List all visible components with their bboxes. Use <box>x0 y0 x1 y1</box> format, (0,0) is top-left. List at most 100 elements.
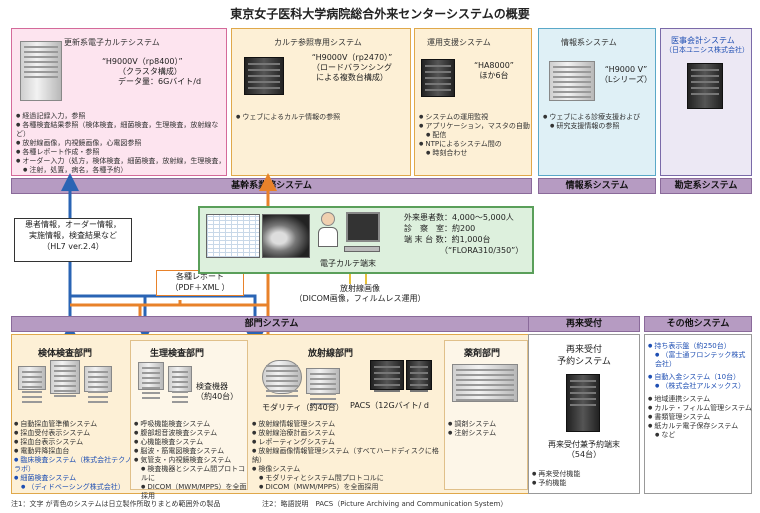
ehr-server-icon <box>20 41 62 101</box>
list-item: 持ち表示盤（約250台） <box>648 342 752 351</box>
lab-analyzer-icon <box>84 366 112 392</box>
list-item: 自動採血管準備システム <box>14 420 134 429</box>
list-item: 臨床検査システム（株式会社テクノラボ） <box>14 456 134 474</box>
patient-info-box: 患者情報，オーダー情報， 実施情報，検査結果など （HL7 ver.2.4） <box>14 218 132 262</box>
device-line: 検査機器 <box>196 382 228 391</box>
ref-server-icon <box>244 57 284 95</box>
info-machine-line: （Lシリーズ） <box>599 75 653 84</box>
radiology-image-label: 放射線画像 （DICOM画像，フィルムレス運用） <box>270 284 450 304</box>
billing-system-vendor: （日本ユニシス株式会社） <box>665 46 749 54</box>
list-item: 各種検査結果参照（検体検査，細菌検査，生理検査，放射線など） <box>16 121 228 139</box>
stat-key: 端 末 台 数： <box>404 235 452 244</box>
list-item: 放射線治療計画システム <box>252 429 442 438</box>
list-item: 細菌検査システム <box>14 474 134 483</box>
info-system-box: 情報系システム “H9000 V” （Lシリーズ） ウェブによる診療支援および … <box>538 28 656 176</box>
phys-device-label: 検査機器 （約40台） <box>196 382 238 402</box>
info-system-heading: 情報系システム <box>561 38 617 47</box>
ehr-machine-line: データ量：6Gバイト/d <box>118 77 202 86</box>
terminal-model: （“FLORA310/350”） <box>440 246 524 255</box>
page-title: 東京女子医科大学病院総合外来センターシステムの概要 <box>230 7 530 21</box>
reports-line: （PDF＋XML ） <box>170 283 230 292</box>
list-item: 放射線情報管理システム <box>252 420 442 429</box>
ehr-system-heading: 更新系電子カルテシステム <box>64 38 160 47</box>
pacs-monitor-icon <box>370 360 404 390</box>
info-line: 患者情報，オーダー情報， <box>25 220 121 229</box>
reception-band: 再来受付 <box>528 316 640 332</box>
list-item-cont: 検査機器とシステム間プロトコルに <box>134 465 248 483</box>
list-item: 再来受付機能 <box>532 470 636 479</box>
reception-feature-list: 再来受付機能 予約機能 <box>532 470 636 488</box>
list-item: 放射線画像情報管理システム（すべてハードディスクに格納） <box>252 447 442 465</box>
list-item-cont: DICOM（MWM/MPPS）を全面採用 <box>252 483 442 492</box>
list-item: 経過記録入力，参照 <box>16 112 228 121</box>
list-item: 採血受付表示システム <box>14 429 134 438</box>
stat-row: 外来患者数：4,000〜5,000人 <box>404 212 532 223</box>
rad-system-list: 放射線情報管理システム 放射線治療計画システム レポーティングシステム 放射線画… <box>252 420 442 492</box>
lab-dept-heading: 検体検査部門 <box>38 349 93 359</box>
ops-server-icon <box>421 59 455 97</box>
phys-device-icon <box>168 366 192 392</box>
ref-machine-line: （ロードバランシング <box>312 63 392 72</box>
list-item: ウェブによるカルテ情報の参照 <box>236 113 406 122</box>
pharm-machine-icon <box>452 364 518 402</box>
list-item: 注射システム <box>448 429 528 438</box>
info-band: 情報系システム <box>538 178 656 194</box>
ref-machine-line: “H9000V（rp2470）” <box>311 53 393 62</box>
info-feature-list: ウェブによる診療支援および 研究支援情報の参照 <box>543 113 655 131</box>
list-item: NTPによるシステム間の <box>419 140 531 149</box>
footnote-1: 注1：文字 が青色のシステムは日立製作所取りまとめ範囲外の製品 <box>11 500 221 508</box>
list-item-cont: 研究支援情報の参照 <box>543 122 655 131</box>
list-item-cont: （株式会社アルメックス） <box>648 382 752 391</box>
other-system-list: 持ち表示盤（約250台） （富士通フロンテック株式会社） 自動入金システム（10… <box>648 342 752 440</box>
stat-row: 診 察 室：約200 <box>404 223 532 234</box>
list-item: 各種レポート作成・参照 <box>16 148 228 157</box>
info-server-icon <box>549 61 595 101</box>
stat-value: 約200 <box>452 224 476 233</box>
list-item: 地域連携システム <box>648 395 752 404</box>
stat-value: 4,000〜5,000人 <box>452 213 514 222</box>
stat-value: 約1,000台 <box>451 235 491 244</box>
modality-icon <box>262 360 302 394</box>
radiology-line: （DICOM画像，フィルムレス運用） <box>294 294 426 303</box>
pharm-dept-box <box>444 340 528 490</box>
ehr-machine-line: （クラスタ構成） <box>118 67 182 76</box>
ehr-machine-line: “H9000V（rp8400）” <box>102 57 183 66</box>
list-item: 採血台表示システム <box>14 438 134 447</box>
pharm-system-list: 調剤システム 注射システム <box>448 420 528 438</box>
monitor-icon <box>346 212 380 242</box>
stat-key: 診 察 室： <box>404 224 452 233</box>
ehr-machine-label: “H9000V（rp8400）” （クラスタ構成） データ量：6Gバイト/d <box>102 57 222 87</box>
chart-reference-heading: カルテ参照専用システム <box>274 38 362 47</box>
list-item-cont: など <box>648 431 752 440</box>
list-item: カルテ・フィルム管理システム <box>648 404 752 413</box>
ops-machine-label: “HA8000” ほか6台 <box>459 61 529 81</box>
radiology-line: 放射線画像 <box>340 284 380 293</box>
ehr-terminal-panel: 電子カルテ端末 外来患者数：4,000〜5,000人 診 察 室：約200 端 … <box>198 206 534 274</box>
list-item-cont: （富士通フロンテック株式会社） <box>648 351 752 369</box>
ref-machine-line: による複数台構成） <box>316 73 388 82</box>
lab-analyzer-icon <box>18 366 46 390</box>
reception-heading: 再来受付 予約システム <box>528 344 640 368</box>
ops-support-box: 運用支援システム “HA8000” ほか6台 システムの運用監視 アプリケーショ… <box>414 28 532 176</box>
device-line: （約40台） <box>196 392 239 401</box>
list-item: 呼吸機能検査システム <box>134 420 248 429</box>
list-item: ウェブによる診療支援および <box>543 113 655 122</box>
reception-head-line: 再来受付 <box>565 345 602 355</box>
xray-thumbnail <box>262 214 310 258</box>
lab-system-list: 自動採血管準備システム 採血受付表示システム 採血台表示システム 電動昇降採血台… <box>14 420 134 492</box>
reception-terminal-label: 再来受付兼予約端末 （54台） <box>528 440 640 460</box>
reports-box: 各種レポート （PDF＋XML ） <box>156 270 244 296</box>
other-band: その他システム <box>644 316 752 332</box>
list-item: 脳波・筋電図検査システム <box>134 447 248 456</box>
ops-feature-list: システムの運用監視 アプリケーション，マスタの自動 配信 NTPによるシステム間… <box>419 113 531 158</box>
billing-system-box: 医事会計システム （日本ユニシス株式会社） <box>660 28 752 176</box>
ehr-screen-thumbnail <box>206 214 260 258</box>
info-line: （HL7 ver.2.4） <box>42 242 104 251</box>
ops-support-heading: 運用支援システム <box>427 38 491 47</box>
list-item: アプリケーション，マスタの自動 <box>419 122 531 131</box>
list-item: 予約機能 <box>532 479 636 488</box>
modality-label: モダリティ（約40台） <box>262 403 344 412</box>
pacs-label: PACS（12Gバイト/ d <box>350 401 430 410</box>
footnote-2: 注2：略語説明 PACS（Picture Archiving and Commu… <box>262 500 508 508</box>
list-item-cont: モダリティとシステム間プロトコルに <box>252 474 442 483</box>
